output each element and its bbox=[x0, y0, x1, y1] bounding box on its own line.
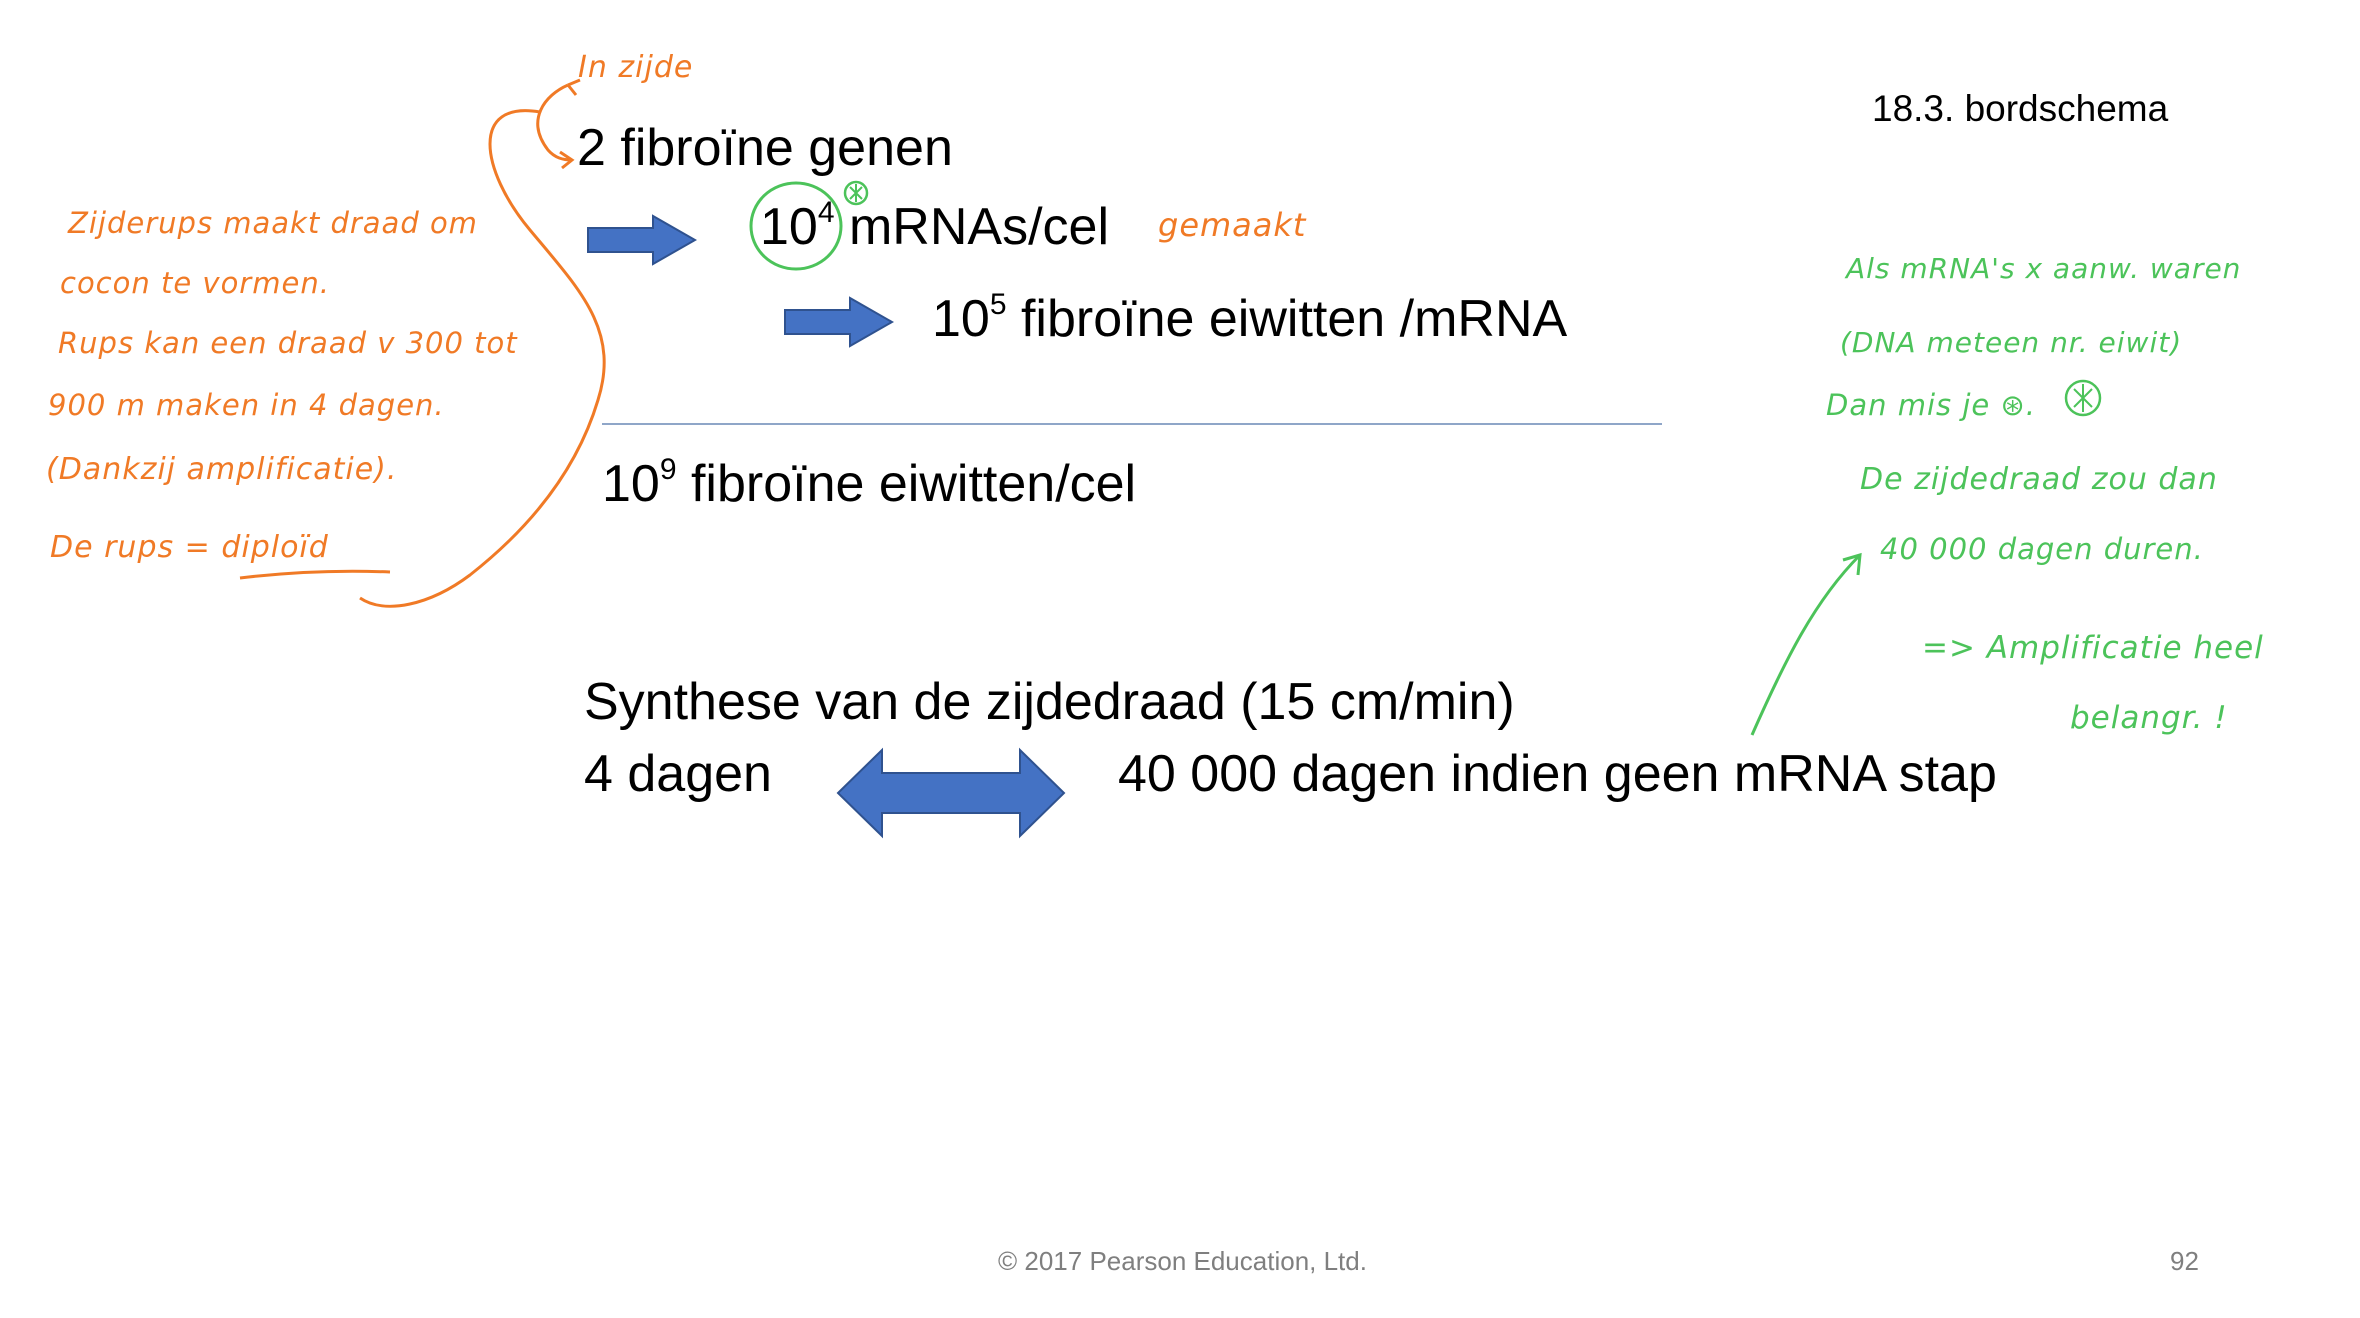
green-circle-icon bbox=[749, 181, 843, 271]
green-note-line: De zijdedraad zou dan bbox=[1860, 462, 2218, 497]
slide-title: 18.3. bordschema bbox=[1872, 88, 2169, 129]
green-note-line: (DNA meteen nr. eiwit) bbox=[1840, 326, 2183, 359]
green-note-line: Als mRNA's x aanw. waren bbox=[1846, 252, 2242, 285]
green-note-line: => Amplificatie heel bbox=[1922, 630, 2264, 666]
double-arrow-icon bbox=[836, 747, 1066, 839]
total-base: 10 bbox=[602, 455, 660, 513]
green-note-line: belangr. ! bbox=[2070, 700, 2228, 736]
total-exponent: 9 bbox=[659, 453, 677, 486]
days-text: 4 dagen bbox=[584, 745, 772, 803]
orange-note-line: 900 m maken in 4 dagen. bbox=[48, 388, 445, 422]
orange-note-line: cocon te vormen. bbox=[60, 266, 330, 300]
protein-per-cell-text: 109 fibroïne eiwitten/cel bbox=[602, 453, 1137, 513]
orange-note-line: Zijderups maakt draad om bbox=[68, 206, 478, 240]
protein-unit: fibroïne eiwitten /mRNA bbox=[1020, 290, 1568, 348]
green-note-line: Dan mis je ⊛. bbox=[1826, 388, 2036, 422]
mrna-base: 10 bbox=[760, 198, 818, 256]
orange-arrowhead-icon bbox=[566, 78, 581, 96]
annotation-gemaakt: gemaakt bbox=[1158, 206, 1307, 244]
orange-arrowhead-icon bbox=[559, 150, 575, 170]
green-asterisk-icon bbox=[2064, 379, 2102, 417]
synthesis-text: Synthese van de zijdedraad (15 cm/min) bbox=[584, 673, 1515, 731]
footer-copyright: © 2017 Pearson Education, Ltd. bbox=[998, 1246, 1367, 1276]
mrna-exponent: 4 bbox=[817, 196, 835, 229]
mrna-text: 104 mRNAs/cel bbox=[760, 196, 1110, 256]
mrna-unit: mRNAs/cel bbox=[848, 198, 1110, 256]
total-unit: fibroïne eiwitten/cel bbox=[690, 455, 1137, 513]
days-alt-text: 40 000 dagen indien geen mRNA stap bbox=[1118, 745, 1997, 803]
protein-exponent: 5 bbox=[989, 288, 1007, 321]
annotation-in-zijde: In zijde bbox=[578, 50, 694, 85]
arrow-right-icon bbox=[587, 214, 698, 266]
green-asterisk-icon bbox=[843, 180, 869, 206]
page-number: 92 bbox=[2170, 1246, 2199, 1276]
arrow-right-icon bbox=[784, 296, 895, 348]
orange-note-line: (Dankzij amplificatie). bbox=[46, 452, 398, 487]
orange-note-line: Rups kan een draad v 300 tot bbox=[58, 326, 518, 360]
genes-text: 2 fibroïne genen bbox=[577, 119, 953, 177]
protein-per-mrna-text: 105 fibroïne eiwitten /mRNA bbox=[932, 288, 1568, 348]
orange-curve-arrow-icon bbox=[536, 83, 573, 162]
green-pointer-line bbox=[1750, 553, 1862, 736]
orange-note-line: De rups = diploïd bbox=[50, 530, 329, 565]
protein-base: 10 bbox=[932, 290, 990, 348]
green-note-line: 40 000 dagen duren. bbox=[1880, 532, 2204, 566]
orange-bracket-curve bbox=[359, 109, 606, 608]
orange-underline bbox=[239, 569, 391, 580]
